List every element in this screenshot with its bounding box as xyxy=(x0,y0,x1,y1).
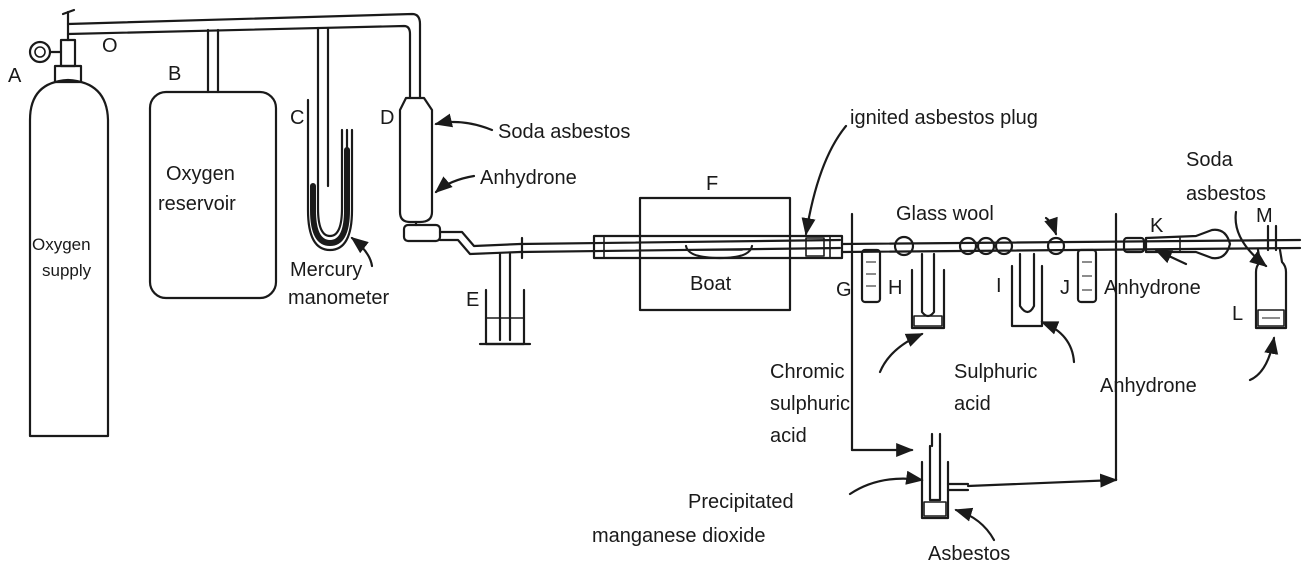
anhydrone-k-label: Anhydrone xyxy=(1104,277,1201,299)
chromic-acid-label-line3: acid xyxy=(770,425,807,447)
boat-label: Boat xyxy=(690,273,732,295)
label-o: O xyxy=(102,35,118,57)
mercury-manometer xyxy=(308,100,352,250)
combustion-boat xyxy=(686,246,752,258)
sulphuric-acid-label-line2: acid xyxy=(954,393,991,415)
soda-asbestos-m-label-line2: asbestos xyxy=(1186,183,1266,205)
anhydrone-l-label: Anhydrone xyxy=(1100,375,1197,397)
precipitated-mno2-label-line1: Precipitated xyxy=(688,491,794,513)
soda-asbestos-label: Soda asbestos xyxy=(498,121,630,143)
ignited-asbestos-plug-label: ignited asbestos plug xyxy=(850,107,1038,129)
label-g: G xyxy=(836,279,852,301)
label-e: E xyxy=(466,289,479,311)
label-h: H xyxy=(888,277,902,299)
label-b: B xyxy=(168,63,181,85)
label-l: L xyxy=(1232,303,1243,325)
label-d: D xyxy=(380,107,394,129)
mercury-manometer-label-line1: Mercury xyxy=(290,259,362,281)
anhydrone-d-label: Anhydrone xyxy=(480,167,577,189)
label-k: K xyxy=(1150,215,1164,237)
sulphuric-acid-label-line1: Sulphuric xyxy=(954,361,1037,383)
combustion-furnace xyxy=(520,198,842,310)
soda-asbestos-m-label-line1: Soda xyxy=(1186,149,1234,171)
chromic-acid-label-line1: Chromic xyxy=(770,361,844,383)
glass-wool-label: Glass wool xyxy=(896,203,994,225)
oxygen-reservoir-label-line1: Oxygen xyxy=(166,163,235,185)
label-c: C xyxy=(290,107,304,129)
label-a: A xyxy=(8,65,22,87)
oxygen-supply-cylinder xyxy=(30,10,108,436)
oxygen-reservoir-label-line2: reservoir xyxy=(158,193,236,215)
oxygen-manifold-tubing xyxy=(68,14,420,186)
oxygen-supply-label-line2: supply xyxy=(42,261,92,280)
label-f: F xyxy=(706,173,718,195)
oxygen-supply-label-line1: Oxygen xyxy=(32,235,91,254)
label-m: M xyxy=(1256,205,1273,227)
asbestos-label: Asbestos xyxy=(928,543,1010,565)
mercury-manometer-label-line2: manometer xyxy=(288,287,389,309)
chromic-acid-label-line2: sulphuric xyxy=(770,393,850,415)
precipitated-mno2-label-line2: manganese dioxide xyxy=(592,525,765,547)
label-j: J xyxy=(1060,277,1070,299)
label-i: I xyxy=(996,275,1002,297)
